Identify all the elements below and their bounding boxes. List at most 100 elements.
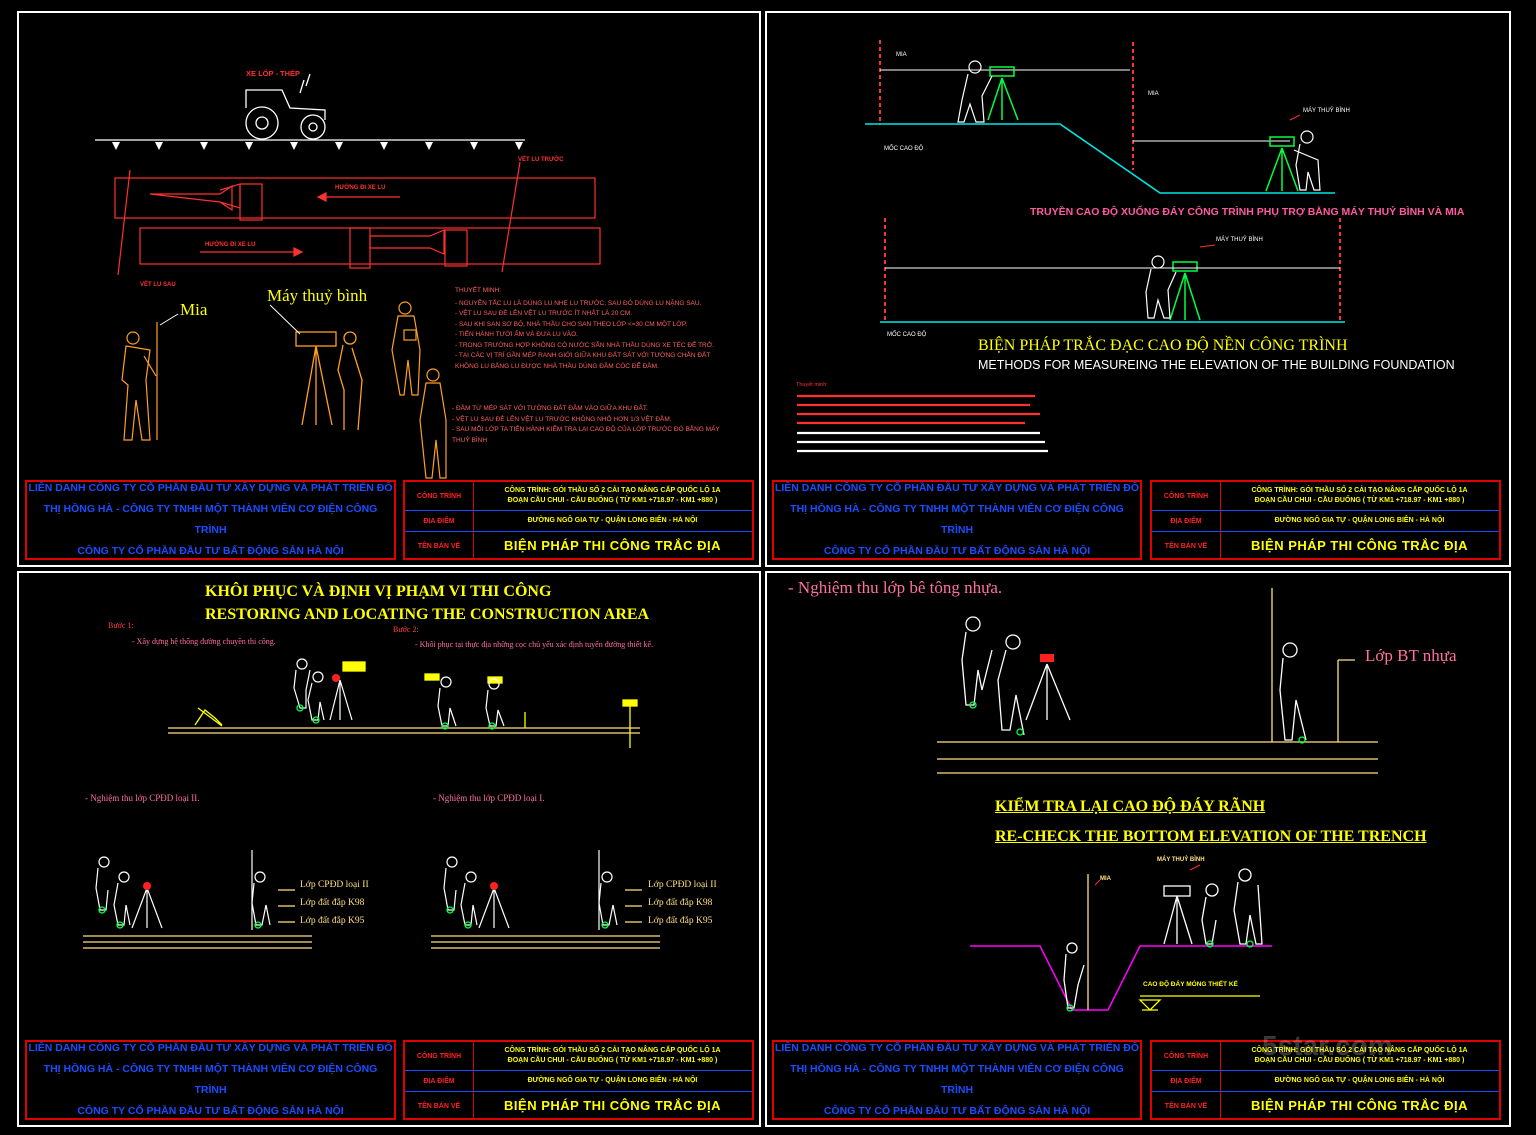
staff-surveyor-figure: [121, 322, 158, 441]
note-line: - SAU MỖI LỚP TA TIẾN HÀNH KIỂM TRA LẠI …: [452, 426, 720, 433]
q4-design-elevation: CAO ĐỘ ĐÁY MÓNG THIẾT KẾ: [1143, 981, 1238, 988]
company-line-3: CÔNG TY CỔ PHẦN ĐẦU TƯ BẤT ĐỘNG SẢN HÀ N…: [77, 545, 344, 557]
q1-notes: THUYẾT MINH: - NGUYÊN TẮC LU LÀ DÙNG LU …: [455, 286, 714, 372]
sheet-top-left: [17, 11, 761, 567]
rear-track-label: VẾT LU SAU: [140, 282, 176, 288]
company-line-2: THỊ HỒNG HÀ - CÔNG TY TNHH MỘT THÀNH VIÊ…: [790, 503, 1124, 536]
tb-label-drawing: TÊN BẢN VẼ: [1152, 1092, 1221, 1120]
q2-mia-1: MIA: [896, 52, 907, 58]
q3-step-1-text: - Xây dựng hệ thống đường chuyền thi côn…: [132, 637, 276, 646]
note-line: - ĐẦM TỪ MÉP SÁT VỚI TƯỜNG ĐẤT ĐẦM VÀO G…: [452, 405, 648, 412]
company-line-1: LIÊN DANH CÔNG TY CỔ PHẦN ĐẦU TƯ XÂY DỰN…: [774, 1042, 1140, 1054]
notes-title: THUYẾT MINH:: [455, 287, 502, 294]
direction-back-label: HƯỚNG ĐI XE LU: [335, 185, 386, 191]
q2-title-en: METHODS FOR MEASUREING THE ELEVATION OF …: [978, 358, 1455, 372]
note-line: - VỆT LU SAU ĐÈ LÊN VỆT LU TRƯỚC ÍT NHẤT…: [455, 310, 633, 317]
tb-label-location: ĐỊA ĐIỂM: [1152, 511, 1221, 531]
company-line-3: CÔNG TY CỔ PHẦN ĐẦU TƯ BẤT ĐỘNG SẢN HÀ N…: [823, 1105, 1091, 1117]
tb-label-location: ĐỊA ĐIỂM: [405, 1071, 474, 1091]
q2-benchmark-2: MỐC CAO ĐỘ: [887, 332, 927, 338]
tb-project-2: ĐOẠN CẦU CHUI - CẦU ĐUỐNG ( TỪ KM1 +718.…: [1254, 1057, 1465, 1064]
note-line: - NGUYÊN TẮC LU LÀ DÙNG LU NHẸ LU TRƯỚC,…: [455, 299, 702, 307]
tb-location: ĐƯỜNG NGÔ GIA TỰ - QUẬN LONG BIÊN - HÀ N…: [1274, 517, 1445, 524]
tb-project-2: ĐOẠN CẦU CHUI - CẦU ĐUỐNG ( TỪ KM1 +718.…: [507, 1057, 718, 1064]
company-line-3: CÔNG TY CỔ PHẦN ĐẦU TƯ BẤT ĐỘNG SẢN HÀ N…: [77, 1105, 344, 1117]
company-line-3: CÔNG TY CỔ PHẦN ĐẦU TƯ BẤT ĐỘNG SẢN HÀ N…: [823, 545, 1091, 557]
q2-notes-title: Thuyết minh:: [796, 382, 828, 388]
note-line: - VỆT LU SAU ĐÈ LÊN VỆT LU TRƯỚC KHÔNG N…: [452, 415, 672, 423]
tb-project-2: ĐOẠN CẦU CHUI - CẦU ĐUỐNG ( TỪ KM1 +718.…: [1254, 497, 1465, 504]
q4-mia-label: MIA: [1100, 876, 1111, 882]
q3-drawing: [83, 658, 660, 949]
q3-step-1: Bước 1:: [108, 621, 134, 630]
note-line: - TIẾN HÀNH TƯỚI ẨM VÀ ĐƯA LU VÀO.: [455, 331, 578, 338]
tb-drawing-name: BIỆN PHÁP THI CÔNG TRẮC ĐỊA: [1251, 538, 1468, 553]
tb-project-2: ĐOẠN CẦU CHUI - CẦU ĐUỐNG ( TỪ KM1 +718.…: [507, 497, 718, 504]
q4-title-vi: KIỂM TRA LẠI CAO ĐỘ ĐÁY RÃNH: [995, 798, 1266, 815]
titleblock-info-tl: CÔNG TRÌNH CÔNG TRÌNH: GÓI THẦU SỐ 2 CẢI …: [403, 480, 754, 560]
tb-location: ĐƯỜNG NGÔ GIA TỰ - QUẬN LONG BIÊN - HÀ N…: [1274, 1077, 1445, 1084]
q3-title-vi: KHÔI PHỤC VÀ ĐỊNH VỊ PHẠM VI THI CÔNG: [205, 583, 552, 600]
q4-accept-asphalt: - Nghiệm thu lớp bê tông nhựa.: [788, 578, 1003, 597]
q2-drawing: [865, 40, 1345, 323]
tb-label-drawing: TÊN BẢN VẼ: [1152, 532, 1221, 560]
tb-project-1: CÔNG TRÌNH: GÓI THẦU SỐ 2 CẢI TẠO NÂNG C…: [504, 1047, 721, 1054]
front-track-label: VẾT LU TRƯỚC: [518, 157, 564, 163]
q2-notes-lines: [797, 394, 1048, 453]
mia-label: Mia: [180, 300, 208, 319]
q4-asphalt-layer: Lớp BT nhựa: [1365, 646, 1457, 665]
q3-accept-type-2: - Nghiệm thu lớp CPĐD loại II.: [85, 793, 200, 803]
titleblock-company-br: LIÊN DANH CÔNG TY CỔ PHẦN ĐẦU TƯ XÂY DỰN…: [772, 1040, 1142, 1120]
q1-drawing: [95, 73, 601, 479]
tb-project-1: CÔNG TRÌNH: GÓI THẦU SỐ 2 CẢI TẠO NÂNG C…: [1251, 1047, 1468, 1054]
company-line-1: LIÊN DANH CÔNG TY CỔ PHẦN ĐẦU TƯ XÂY DỰN…: [28, 1042, 393, 1054]
tb-location: ĐƯỜNG NGÔ GIA TỰ - QUẬN LONG BIÊN - HÀ N…: [527, 1077, 698, 1084]
note-line: - TẠI CÁC VỊ TRÍ GẦN MÉP RANH GIỚI GIỮA …: [455, 352, 711, 359]
direction-forward-label: HƯỚNG ĐI XE LU: [205, 242, 256, 248]
tb-drawing-name: BIỆN PHÁP THI CÔNG TRẮC ĐỊA: [1251, 1098, 1468, 1113]
company-line-2: THỊ HỒNG HÀ - CÔNG TY TNHH MỘT THÀNH VIÊ…: [790, 1063, 1124, 1096]
level-label: Máy thuỷ bình: [267, 286, 368, 305]
layer-label: Lớp CPĐD loại II: [648, 880, 717, 890]
tb-label-location: ĐỊA ĐIỂM: [405, 511, 474, 531]
q2-level-1: MÁY THUỶ BÌNH: [1303, 108, 1350, 114]
q3-step-2-text: - Khôi phục tại thực địa những cọc chủ y…: [415, 640, 654, 649]
titleblock-company-tr: LIÊN DANH CÔNG TY CỔ PHẦN ĐẦU TƯ XÂY DỰN…: [772, 480, 1142, 560]
layer-label: Lớp đất đắp K95: [300, 916, 365, 926]
q3-step-2: Bước 2:: [393, 625, 419, 634]
q2-transfer-title: TRUYỀN CAO ĐỘ XUỐNG ĐÁY CÔNG TRÌNH PHỤ T…: [1030, 206, 1465, 218]
q2-benchmark-1: MỐC CAO ĐỘ: [884, 146, 924, 152]
tb-drawing-name: BIỆN PHÁP THI CÔNG TRẮC ĐỊA: [504, 1098, 721, 1113]
titleblock-company-tl: LIÊN DANH CÔNG TY CỔ PHẦN ĐẦU TƯ XÂY DỰN…: [25, 480, 396, 560]
q4-title-en: RE-CHECK THE BOTTOM ELEVATION OF THE TRE…: [995, 828, 1427, 845]
tb-label-location: ĐỊA ĐIỂM: [1152, 1071, 1221, 1091]
note-line: - SAU KHI SAN SƠ BỘ, NHÀ THẦU CHO SAN TH…: [455, 320, 688, 328]
q3-accept-type-1: - Nghiệm thu lớp CPĐD loại I.: [433, 793, 545, 803]
engineer-figure: [391, 301, 447, 479]
tb-label-project: CÔNG TRÌNH: [1152, 482, 1221, 510]
layer-label: Lớp đất đắp K95: [648, 916, 713, 926]
tractor-icon: [245, 73, 326, 140]
tb-label-drawing: TÊN BẢN VẼ: [405, 1092, 474, 1120]
vehicle-label: XE LỐP - THÉP: [246, 69, 301, 78]
layer-label: Lớp đất đắp K98: [300, 898, 365, 908]
q2-mia-2: MIA: [1148, 91, 1159, 97]
layer-label: Lớp CPĐD loại II: [300, 880, 369, 890]
watermark: 5star.com: [1262, 1030, 1393, 1061]
tb-project-1: CÔNG TRÌNH: GÓI THẦU SỐ 2 CẢI TẠO NÂNG C…: [504, 487, 721, 494]
q1-notes-2: - ĐẦM TỪ MÉP SÁT VỚI TƯỜNG ĐẤT ĐẦM VÀO G…: [452, 404, 720, 446]
company-line-2: THỊ HỒNG HÀ - CÔNG TY TNHH MỘT THÀNH VIÊ…: [43, 503, 378, 536]
tb-label-project: CÔNG TRÌNH: [405, 482, 474, 510]
note-line: THUỶ BÌNH: [452, 436, 488, 444]
q2-level-2: MÁY THUỶ BÌNH: [1216, 237, 1263, 243]
q3-layers-left: Lớp CPĐD loại II Lớp đất đắp K98 Lớp đất…: [300, 876, 369, 930]
tb-location: ĐƯỜNG NGÔ GIA TỰ - QUẬN LONG BIÊN - HÀ N…: [527, 517, 698, 524]
q2-title-vi: BIỆN PHÁP TRẮC ĐẠC CAO ĐỘ NỀN CÔNG TRÌNH: [978, 337, 1348, 354]
tb-label-project: CÔNG TRÌNH: [405, 1042, 474, 1070]
tb-label-drawing: TÊN BẢN VẼ: [405, 532, 474, 560]
surveyor-figure: [957, 60, 1321, 319]
q4-level-label: MÁY THUỶ BÌNH: [1157, 857, 1205, 863]
tripod-icon: [987, 66, 1299, 321]
sheet-bottom-right: [765, 571, 1511, 1127]
tb-drawing-name: BIỆN PHÁP THI CÔNG TRẮC ĐỊA: [504, 538, 721, 553]
